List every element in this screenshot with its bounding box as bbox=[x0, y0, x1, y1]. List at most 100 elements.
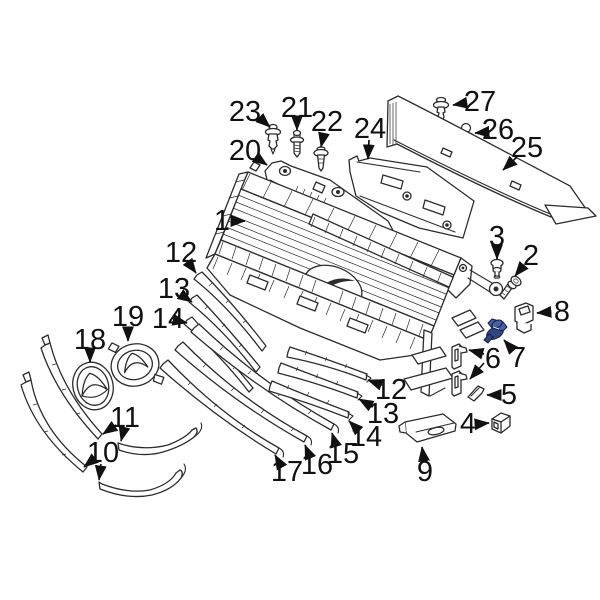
callout-number[interactable]: 9 bbox=[417, 456, 433, 488]
callout-21[interactable]: 21 bbox=[281, 92, 313, 131]
callout-arrow bbox=[502, 155, 518, 171]
callout-14[interactable]: 14 bbox=[348, 420, 382, 453]
part-15-molding bbox=[190, 323, 340, 434]
part-21-screw-grommet bbox=[289, 129, 305, 158]
callout-number[interactable]: 13 bbox=[158, 273, 190, 305]
part-12-molding-upper-left bbox=[193, 271, 267, 352]
callout-number[interactable]: 22 bbox=[311, 106, 343, 138]
callout-27[interactable]: 27 bbox=[452, 86, 496, 118]
callout-5[interactable]: 5 bbox=[486, 379, 517, 411]
callout-2[interactable]: 2 bbox=[514, 240, 539, 277]
part-13-molding-upper-left bbox=[188, 294, 261, 373]
part-22-clip bbox=[313, 146, 329, 172]
part-2-screw bbox=[499, 275, 522, 300]
part-10-molding-right bbox=[98, 463, 187, 498]
callout-number[interactable]: 6 bbox=[485, 343, 501, 375]
callout-9[interactable]: 9 bbox=[417, 446, 433, 488]
callout-number[interactable]: 8 bbox=[554, 296, 570, 328]
callout-19[interactable]: 19 bbox=[112, 301, 144, 342]
callout-number[interactable]: 24 bbox=[354, 113, 386, 145]
callout-number[interactable]: 5 bbox=[501, 379, 517, 411]
callout-13[interactable]: 13 bbox=[358, 398, 399, 430]
part-7-bolt-highlighted[interactable] bbox=[483, 318, 508, 344]
callout-arrow bbox=[251, 151, 268, 166]
callout-arrow bbox=[468, 347, 485, 360]
callout-25[interactable]: 25 bbox=[502, 132, 543, 171]
callout-number[interactable]: 27 bbox=[464, 86, 496, 118]
part-25-radiator-cover-panel bbox=[386, 95, 597, 225]
part-8-bracket bbox=[514, 302, 534, 334]
callout-24[interactable]: 24 bbox=[354, 113, 386, 160]
callout-arrow bbox=[318, 131, 330, 148]
callout-12[interactable]: 12 bbox=[367, 374, 407, 406]
part-13-molding-lower-right bbox=[277, 362, 363, 401]
callout-arrow bbox=[514, 261, 529, 277]
callout-number[interactable]: 20 bbox=[229, 135, 261, 167]
callout-16[interactable]: 16 bbox=[301, 444, 333, 481]
part-9-air-deflector bbox=[398, 413, 457, 443]
callout-17[interactable]: 17 bbox=[271, 454, 303, 488]
part-4-clip bbox=[491, 412, 511, 434]
callout-number[interactable]: 2 bbox=[523, 240, 539, 272]
callout-arrow bbox=[182, 257, 197, 274]
part-24-sight-shield-panel bbox=[348, 155, 475, 239]
callout-arrow bbox=[102, 420, 119, 435]
callout-8[interactable]: 8 bbox=[536, 296, 570, 328]
callout-number[interactable]: 16 bbox=[301, 449, 333, 481]
callout-12[interactable]: 12 bbox=[165, 237, 197, 274]
callout-arrow bbox=[362, 139, 375, 160]
callout-3[interactable]: 3 bbox=[489, 221, 505, 260]
callout-1[interactable]: 1 bbox=[214, 205, 246, 237]
callout-20[interactable]: 20 bbox=[229, 135, 268, 167]
callout-15[interactable]: 15 bbox=[327, 432, 359, 470]
callout-arrow bbox=[358, 398, 375, 412]
callout-arrow bbox=[330, 432, 342, 449]
callout-number[interactable]: 12 bbox=[165, 237, 197, 269]
callout-23[interactable]: 23 bbox=[229, 96, 271, 128]
callout-arrow bbox=[176, 289, 193, 303]
callout-number[interactable]: 14 bbox=[152, 303, 184, 335]
callout-arrow bbox=[348, 420, 364, 436]
callout-6[interactable]: 6 bbox=[468, 343, 501, 380]
callout-arrow bbox=[94, 463, 107, 481]
callout-number[interactable]: 26 bbox=[482, 114, 514, 146]
callout-arrow bbox=[469, 362, 485, 380]
callout-arrow bbox=[536, 306, 552, 318]
part-16-molding bbox=[174, 341, 313, 446]
part-27-push-pin bbox=[432, 96, 450, 125]
callout-number[interactable]: 4 bbox=[460, 408, 476, 440]
part-1-grille-assembly bbox=[205, 161, 504, 397]
callout-number[interactable]: 10 bbox=[87, 437, 119, 469]
callout-number[interactable]: 7 bbox=[510, 342, 526, 374]
callout-arrow bbox=[255, 112, 271, 128]
callout-arrow bbox=[503, 339, 519, 355]
callout-arrow bbox=[118, 425, 131, 442]
part-6-bracket-lower bbox=[451, 370, 468, 397]
part-6-bracket-upper bbox=[451, 343, 468, 370]
callout-arrow bbox=[171, 314, 188, 326]
callout-18[interactable]: 18 bbox=[74, 324, 106, 363]
part-17-molding bbox=[159, 359, 285, 458]
callout-7[interactable]: 7 bbox=[503, 339, 526, 374]
part-3-clip bbox=[490, 258, 504, 280]
callout-number[interactable]: 1 bbox=[214, 205, 230, 237]
callout-number[interactable]: 11 bbox=[110, 402, 140, 434]
callout-number[interactable]: 23 bbox=[229, 96, 261, 128]
callout-13[interactable]: 13 bbox=[158, 273, 193, 305]
callout-number[interactable]: 17 bbox=[271, 456, 303, 488]
callout-22[interactable]: 22 bbox=[311, 106, 343, 148]
callout-arrow bbox=[83, 453, 100, 468]
callout-11[interactable]: 11 bbox=[102, 402, 140, 442]
part-11-molding-right bbox=[117, 422, 203, 456]
callout-arrow bbox=[274, 454, 288, 471]
callout-26[interactable]: 26 bbox=[474, 114, 514, 146]
part-10-molding-left bbox=[20, 371, 88, 473]
callout-14[interactable]: 14 bbox=[152, 303, 188, 335]
part-12-molding-lower-right bbox=[286, 346, 372, 383]
part-5-bracket bbox=[467, 385, 485, 402]
callout-10[interactable]: 10 bbox=[83, 437, 119, 481]
callout-arrow bbox=[452, 96, 469, 109]
callout-4[interactable]: 4 bbox=[460, 408, 490, 440]
